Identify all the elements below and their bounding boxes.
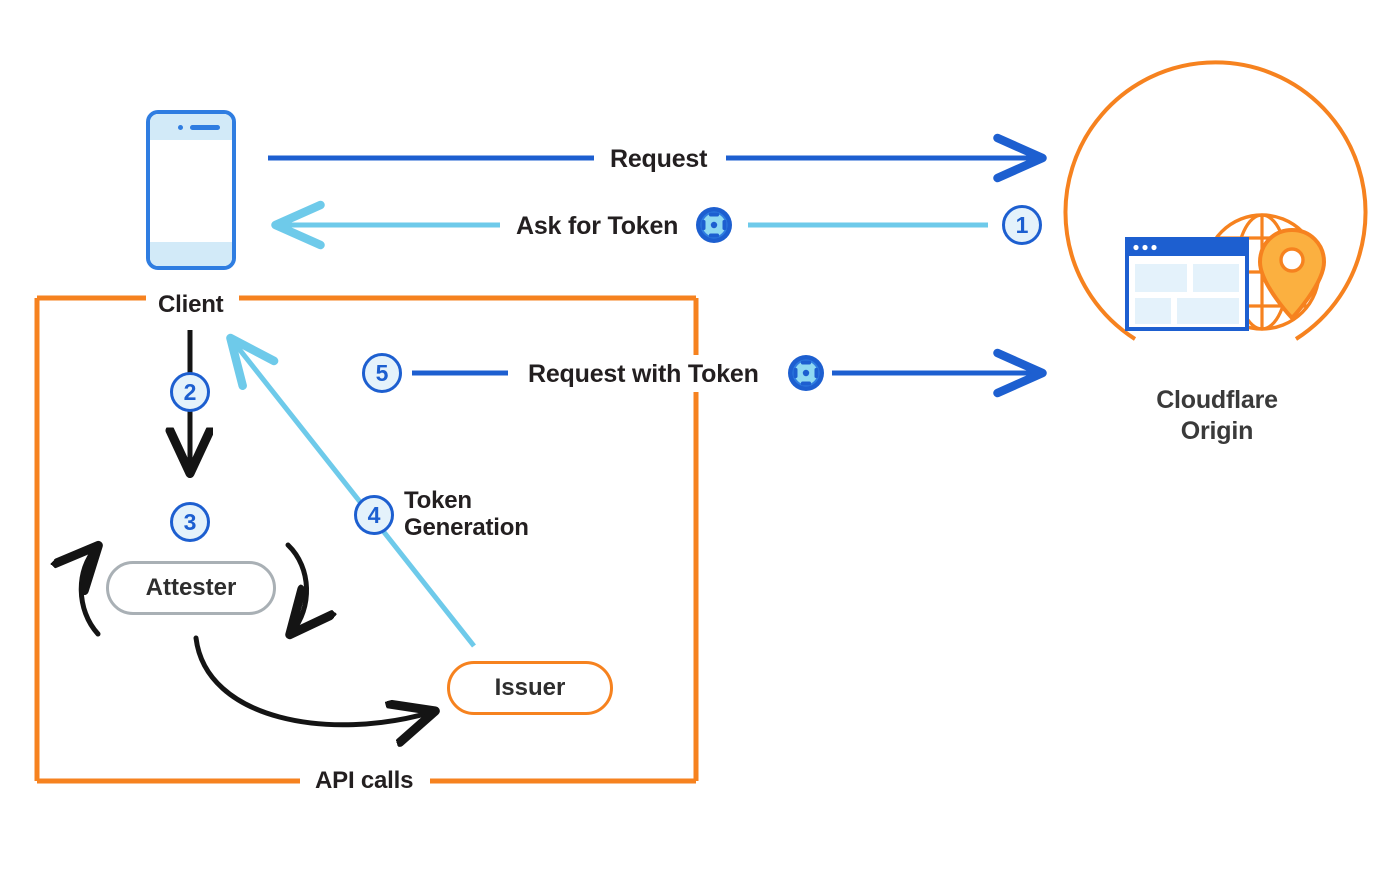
client-phone-icon: [146, 110, 236, 270]
node-label-client: Client: [148, 291, 234, 319]
step-badge-4: 4: [354, 495, 394, 535]
browser-window-icon: [1125, 237, 1249, 331]
privacy-pass-token-icon: [788, 355, 824, 391]
location-pin-icon: [1257, 227, 1327, 321]
origin-label-line-2: Origin: [1180, 417, 1254, 446]
step-badge-5-label: 5: [375, 359, 389, 386]
node-issuer[interactable]: Issuer: [447, 661, 613, 715]
privacy-pass-token-icon: [696, 207, 732, 243]
node-issuer-label: Issuer: [494, 674, 566, 701]
token-generation-line-1: Token: [404, 487, 472, 514]
origin-label-line-1: Cloudflare: [1156, 386, 1278, 414]
group-label-api-calls: API calls: [305, 767, 424, 795]
token-generation-line-2: Generation: [404, 513, 529, 541]
step-badge-4-label: 4: [367, 501, 381, 528]
step-badge-5: 5: [362, 353, 402, 393]
phone-home-bar: [150, 242, 232, 266]
phone-speaker-bar: [150, 114, 232, 140]
step-badge-3-label: 3: [183, 508, 197, 535]
step-badge-1-label: 1: [1015, 211, 1029, 238]
phone-camera-dot: [178, 125, 183, 130]
flow-label-request-with-token: Request with Token: [518, 360, 769, 388]
node-attester[interactable]: Attester: [106, 561, 276, 615]
step-badge-1: 1: [1002, 205, 1042, 245]
node-attester-label: Attester: [145, 574, 237, 601]
phone-speaker-slot: [190, 125, 220, 130]
node-label-cloudflare-origin: Cloudflare Origin: [1112, 385, 1322, 448]
flow-label-token-generation: Token Generation: [404, 487, 529, 542]
flow-label-ask-for-token: Ask for Token: [506, 212, 689, 240]
step-badge-2-label: 2: [183, 378, 197, 405]
cloudflare-origin-ring: [1063, 60, 1368, 341]
globe-icon: [1203, 213, 1321, 331]
step-badge-3: 3: [170, 502, 210, 542]
step-badge-2: 2: [170, 372, 210, 412]
flow-label-request: Request: [600, 145, 718, 173]
